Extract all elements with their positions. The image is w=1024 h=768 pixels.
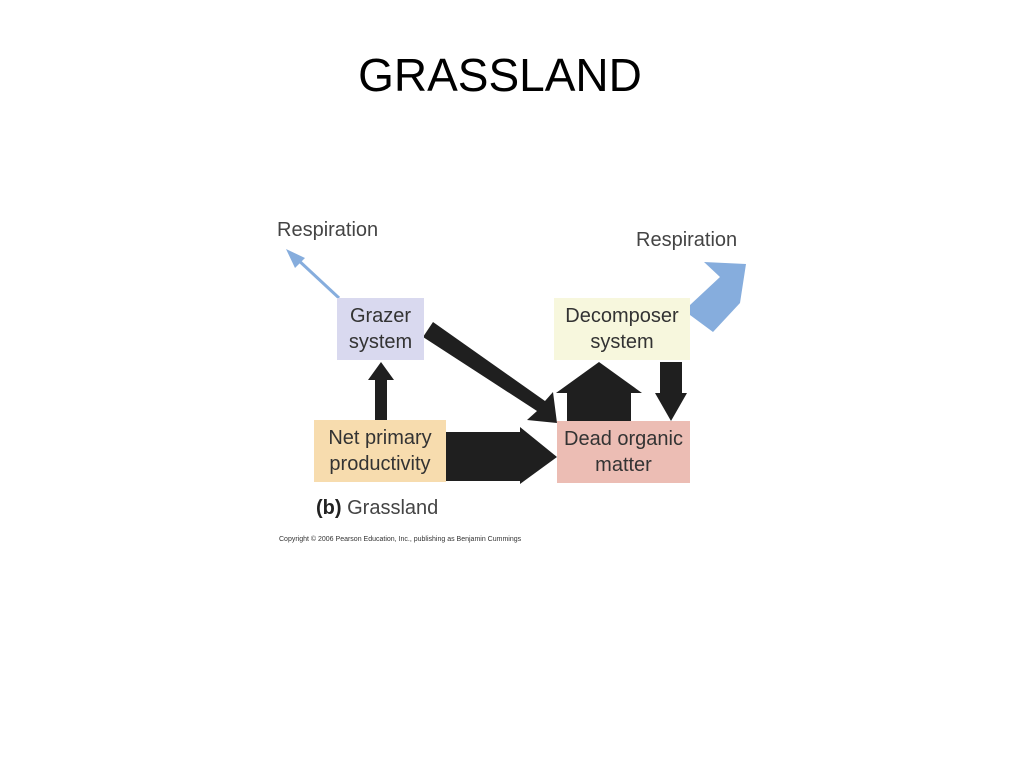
decomposer-system-box: Decomposer system [554, 298, 690, 360]
decomposer-respiration-arrow [690, 262, 746, 332]
grazer-respiration-arrow [286, 249, 341, 300]
caption-text: Grassland [347, 497, 439, 519]
npp-to-dom-arrow [446, 427, 557, 484]
figure-caption: (b) Grassland [316, 497, 438, 520]
respiration-label-left: Respiration [277, 219, 379, 241]
dom-to-decomposer-arrow [556, 362, 642, 421]
decomposer-to-dom-arrow [655, 362, 687, 421]
npp-to-grazer-arrow [368, 362, 394, 420]
dead-organic-matter-box: Dead organic matter [557, 421, 690, 483]
grazer-system-box: Grazer system [337, 298, 424, 360]
net-primary-productivity-box: Net primary productivity [314, 420, 446, 482]
caption-letter: (b) [316, 497, 342, 519]
slide-title: GRASSLAND [358, 49, 642, 101]
grazer-to-dom-arrow [423, 322, 557, 423]
respiration-label-right: Respiration [636, 229, 738, 251]
copyright-notice: Copyright © 2006 Pearson Education, Inc.… [279, 536, 522, 543]
